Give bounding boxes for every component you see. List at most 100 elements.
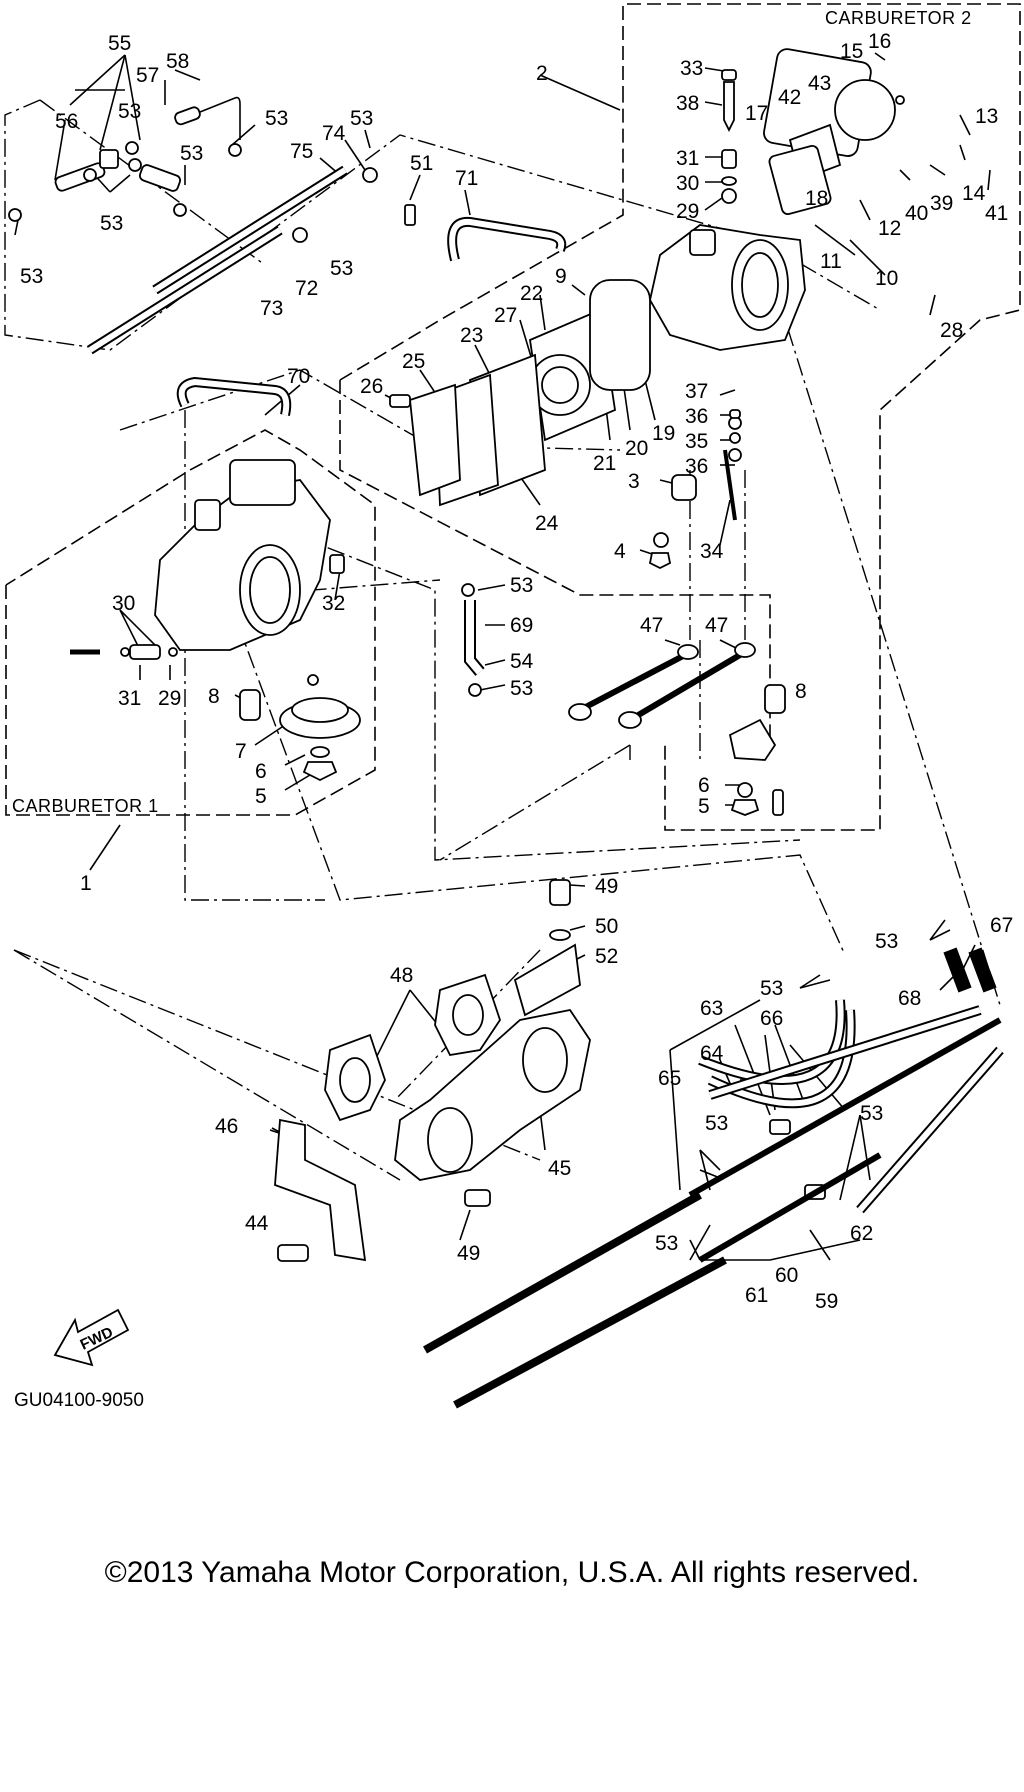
hoses-70-71	[176, 204, 567, 417]
carburetor-1-label: CARBURETOR 1	[12, 796, 159, 816]
callout-30: 30	[676, 172, 699, 195]
callout-18: 18	[805, 187, 828, 210]
callout-53: 53	[20, 265, 43, 288]
callout-44: 44	[245, 1212, 269, 1235]
callout-4: 4	[614, 540, 626, 563]
callout-15: 15	[840, 40, 863, 63]
callout-36: 36	[685, 405, 708, 428]
callout-16: 16	[868, 30, 891, 53]
drawing-code: GU04100-9050	[14, 1390, 144, 1411]
callout-3: 3	[628, 470, 640, 493]
callout-22: 22	[520, 282, 543, 305]
callout-11: 11	[820, 250, 842, 273]
callout-51: 51	[410, 152, 433, 175]
callout-32: 32	[322, 592, 345, 615]
callout-52: 52	[595, 945, 618, 968]
callout-6: 6	[698, 774, 710, 797]
callout-70: 70	[287, 365, 310, 388]
callout-63: 63	[700, 997, 723, 1020]
callout-10: 10	[875, 267, 898, 290]
carburetor-1-box	[5, 429, 376, 816]
callout-13: 13	[975, 105, 998, 128]
callout-28: 28	[940, 319, 963, 342]
copyright: ©2013 Yamaha Motor Corporation, U.S.A. A…	[105, 1556, 920, 1589]
callout-75: 75	[290, 140, 313, 163]
callout-6: 6	[255, 760, 267, 783]
callout-14: 14	[962, 182, 986, 205]
callout-61: 61	[745, 1284, 768, 1307]
callout-19: 19	[652, 422, 675, 445]
callout-34: 34	[700, 540, 724, 563]
intake-manifold	[274, 879, 591, 1262]
callout-37: 37	[685, 380, 708, 403]
fwd-arrow-icon: FWD	[53, 1308, 130, 1367]
hose-69-54	[461, 583, 485, 697]
callout-53: 53	[655, 1232, 678, 1255]
callout-26: 26	[360, 375, 383, 398]
callout-53: 53	[330, 257, 353, 280]
callout-47: 47	[640, 614, 663, 637]
callout-30: 30	[112, 592, 135, 615]
callout-53: 53	[860, 1102, 883, 1125]
callout-27: 27	[494, 304, 517, 327]
callout-53: 53	[510, 574, 533, 597]
callout-7: 7	[235, 740, 247, 763]
callout-8: 8	[795, 680, 807, 703]
callout-68: 68	[898, 987, 921, 1010]
callout-50: 50	[595, 915, 618, 938]
carb2-lower-parts	[728, 684, 786, 816]
callout-42: 42	[778, 86, 801, 109]
carburetor-2	[649, 48, 905, 351]
pump-cover-parts	[389, 279, 651, 507]
callout-36: 36	[685, 455, 708, 478]
callout-56: 56	[55, 110, 78, 133]
callout-29: 29	[158, 687, 181, 710]
callout-20: 20	[625, 437, 648, 460]
callout-53: 53	[350, 107, 373, 130]
callout-43: 43	[808, 72, 831, 95]
callout-67: 67	[990, 914, 1013, 937]
callout-35: 35	[685, 430, 708, 453]
callout-labels: 55 58 57 56 53 53 53 53 53 75 74 53 53 7…	[20, 30, 1013, 1313]
callout-46: 46	[215, 1115, 238, 1138]
callout-1: 1	[80, 872, 92, 895]
callout-2: 2	[536, 62, 548, 85]
callout-5: 5	[255, 785, 267, 808]
linkage-rods	[568, 642, 756, 729]
callout-9: 9	[555, 265, 567, 288]
callout-55: 55	[108, 32, 131, 55]
callout-72: 72	[295, 277, 318, 300]
callout-31: 31	[676, 147, 699, 170]
callout-53: 53	[265, 107, 288, 130]
callout-65: 65	[658, 1067, 681, 1090]
callout-53: 53	[510, 677, 533, 700]
callout-64: 64	[700, 1042, 724, 1065]
callout-74: 74	[322, 122, 346, 145]
callout-66: 66	[760, 1007, 783, 1030]
callout-31: 31	[118, 687, 141, 710]
callout-53: 53	[760, 977, 783, 1000]
callout-48: 48	[390, 964, 413, 987]
callout-73: 73	[260, 297, 283, 320]
callout-38: 38	[676, 92, 699, 115]
callout-5: 5	[698, 795, 710, 818]
callout-59: 59	[815, 1290, 838, 1313]
callout-69: 69	[510, 614, 533, 637]
callout-39: 39	[930, 192, 953, 215]
callout-57: 57	[136, 64, 159, 87]
callout-58: 58	[166, 50, 189, 73]
fuel-joint-assembly	[8, 96, 242, 222]
callout-71: 71	[455, 167, 478, 190]
callout-40: 40	[905, 202, 928, 225]
callout-49: 49	[595, 875, 618, 898]
carburetor-1	[154, 459, 331, 651]
callout-62: 62	[850, 1222, 873, 1245]
carburetor-2-label: CARBURETOR 2	[825, 8, 972, 28]
callout-53: 53	[118, 100, 141, 123]
callout-53: 53	[180, 142, 203, 165]
callout-25: 25	[402, 350, 425, 373]
carb1-side-parts	[70, 554, 361, 782]
callout-60: 60	[775, 1264, 798, 1287]
throttle-cables-lower	[423, 1017, 1002, 1409]
